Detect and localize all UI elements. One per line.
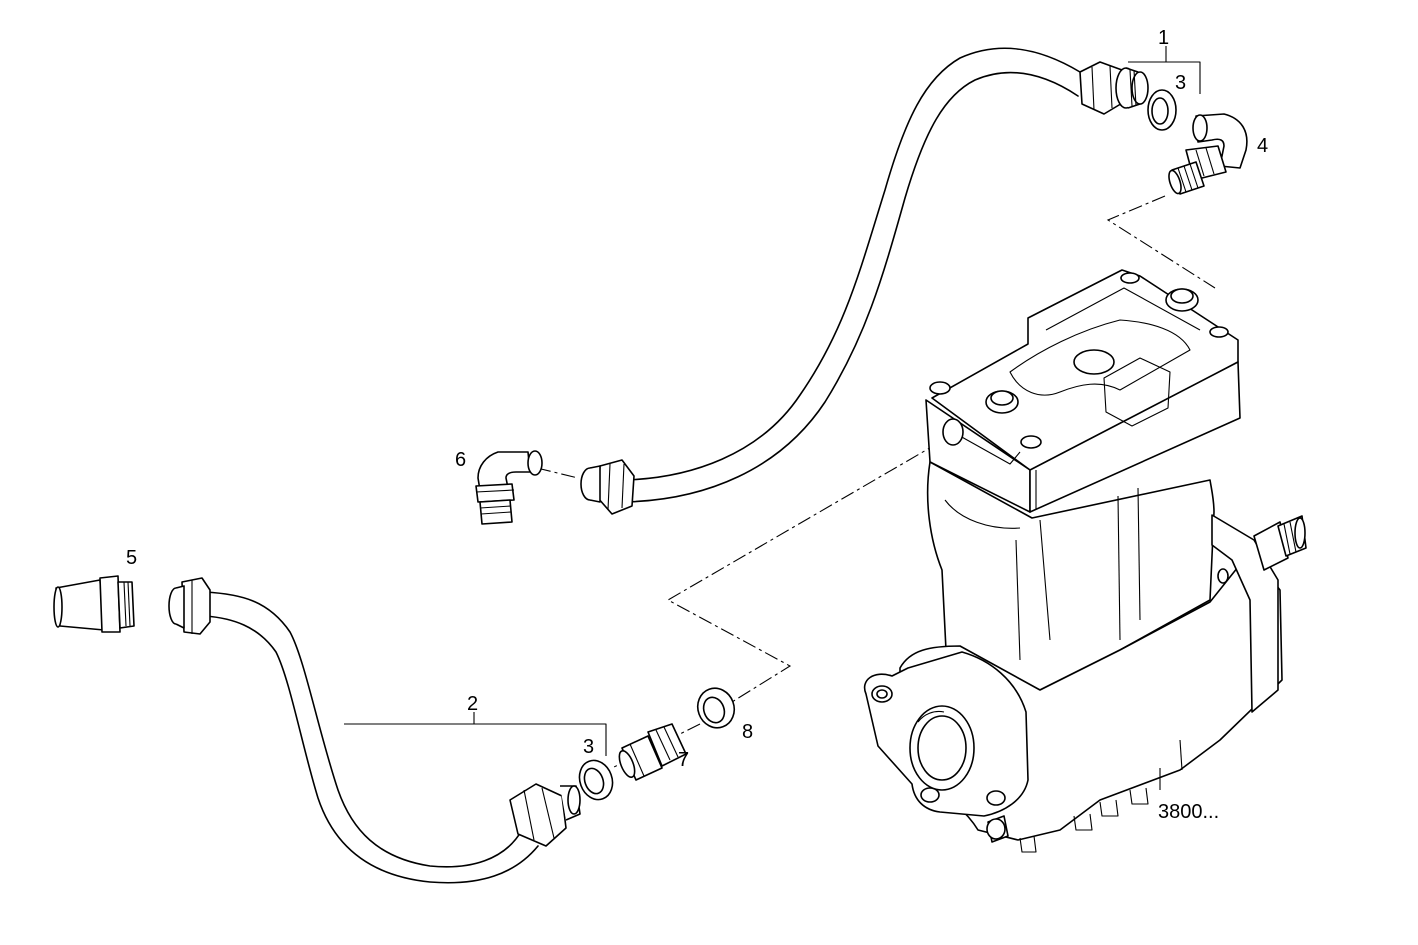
seal-ring-item8 [696,687,736,729]
assembly-line-top [1106,195,1216,289]
callout-4: 4 [1257,135,1268,157]
callout-2: 2 [467,693,478,715]
seal-ring-bottom [578,759,614,801]
lower-pipe [168,577,581,884]
elbow-fitting-item6 [475,450,543,525]
callout-bracket-1 [1128,46,1201,94]
assembly-line-item6 [536,467,579,479]
callout-3-top: 3 [1175,72,1186,94]
assembly-line-bottom [666,441,941,703]
callout-8: 8 [742,721,753,743]
adapter-item7 [618,723,687,781]
callout-7: 7 [678,749,689,771]
upper-pipe [580,47,1149,515]
callout-bracket-2 [344,712,607,756]
callout-3-bottom: 3 [583,736,594,758]
seal-ring-top [1147,89,1177,131]
callout-6: 6 [455,449,466,471]
callout-5: 5 [126,547,137,569]
elbow-fitting-top [1168,113,1248,195]
air-compressor [863,269,1307,853]
reference-code: 3800... [1158,801,1219,823]
callout-1: 1 [1158,27,1169,49]
plug-item5 [53,575,135,633]
